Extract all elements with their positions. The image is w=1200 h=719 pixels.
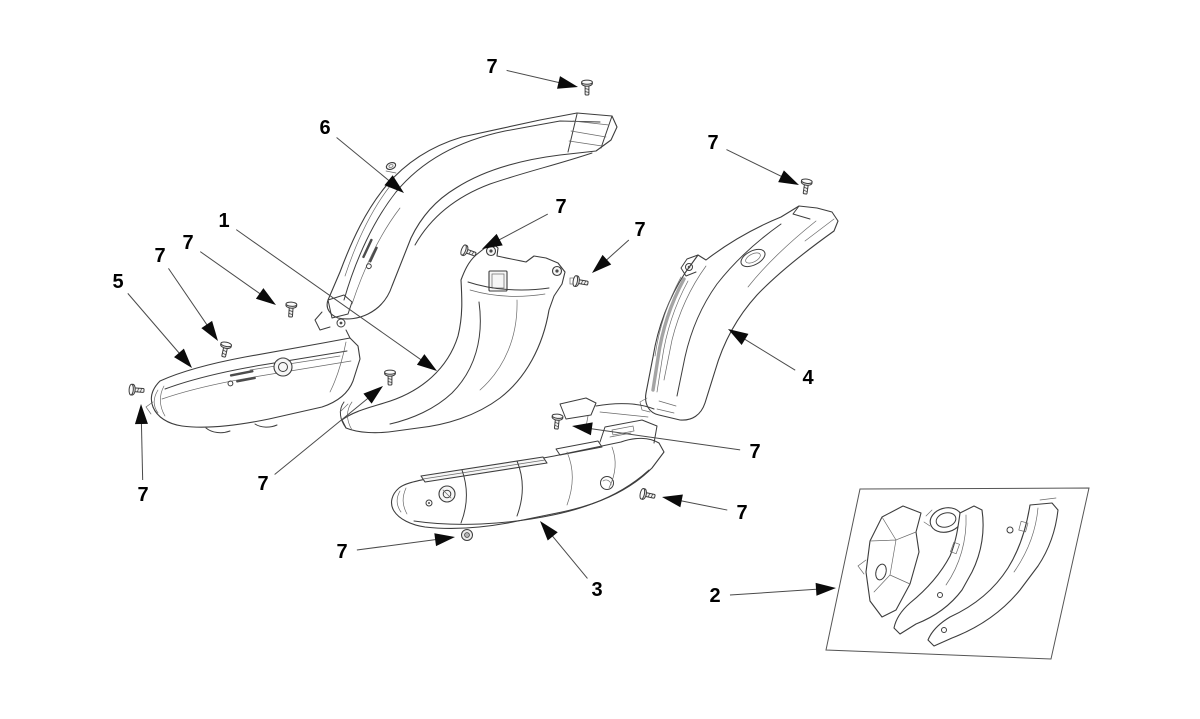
screw-fastener	[128, 383, 145, 396]
screw-fastener	[639, 487, 656, 500]
leader-line	[729, 588, 821, 596]
callout-7: 7	[154, 245, 218, 341]
inset-clamp-ring	[923, 507, 963, 533]
callout-7: 7	[486, 56, 578, 89]
arrowhead-icon	[778, 170, 799, 185]
part-number-label: 7	[486, 56, 497, 78]
arrowhead-icon	[557, 76, 578, 89]
screw-fastener	[285, 301, 298, 318]
arrowhead-icon	[592, 254, 612, 273]
part-number-label: 7	[257, 473, 268, 495]
callout-3: 3	[540, 521, 603, 601]
leader-line	[356, 538, 440, 551]
screw-fastener	[572, 275, 589, 288]
leader-line	[495, 213, 548, 242]
arrowhead-icon	[174, 348, 192, 368]
part-number-label: 4	[802, 367, 814, 389]
callout-5: 5	[112, 271, 192, 368]
screw-fastener	[384, 369, 396, 386]
callout-4: 4	[728, 329, 814, 389]
arrowhead-icon	[201, 320, 218, 341]
callout-7: 7	[707, 132, 799, 185]
leader-line	[603, 239, 630, 263]
arrowhead-icon	[482, 233, 503, 249]
panel-part-6	[314, 112, 618, 343]
part-number-label: 3	[591, 579, 602, 601]
callout-7: 7	[592, 219, 646, 273]
leader-line	[168, 268, 210, 329]
part-number-label: 7	[137, 484, 148, 506]
panel-part-4	[639, 205, 839, 421]
inset-panel-a	[893, 505, 984, 635]
inset-panel-b	[927, 497, 1059, 647]
part-number-marking	[362, 238, 378, 270]
panel-part-1	[339, 242, 578, 434]
callout-1: 1	[218, 210, 437, 371]
callout-7: 7	[257, 386, 383, 495]
part-number-label: 7	[555, 196, 566, 218]
arrowhead-icon	[363, 386, 383, 404]
panel-part-5	[145, 337, 361, 434]
screw-fastener	[461, 529, 473, 541]
arrowhead-icon	[255, 288, 276, 305]
part-number-label: 2	[709, 585, 720, 607]
screw-fastener	[460, 244, 477, 257]
part-number-label: 7	[154, 245, 165, 267]
part-number-marking	[227, 370, 256, 387]
part-number-label: 7	[707, 132, 718, 154]
part-number-label: 7	[182, 232, 193, 254]
part-number-label: 7	[736, 502, 747, 524]
panel-part-3	[390, 397, 665, 529]
leader-line	[199, 251, 264, 297]
arrowhead-icon	[662, 494, 683, 508]
callout-7: 7	[182, 232, 276, 305]
leader-line	[587, 427, 741, 451]
callout-7: 7	[134, 404, 149, 506]
callout-6: 6	[319, 117, 404, 193]
screw-fastener	[220, 341, 233, 358]
leader-line	[726, 149, 785, 179]
arrowhead-icon	[134, 404, 148, 425]
screw-layer	[128, 79, 813, 541]
part-number-label: 5	[112, 271, 123, 293]
screw-fastener	[800, 178, 813, 195]
leader-line	[235, 229, 425, 363]
leader-line	[506, 69, 563, 84]
leader-line	[140, 419, 144, 481]
inset-guard-panel	[857, 505, 922, 618]
leader-line	[741, 336, 796, 371]
screw-fastener	[581, 79, 593, 96]
arrowhead-icon	[815, 582, 836, 596]
arrowhead-icon	[384, 175, 404, 193]
part-number-label: 7	[749, 441, 760, 463]
callout-7: 7	[572, 422, 761, 463]
callout-2: 2	[709, 582, 836, 607]
callout-7: 7	[482, 196, 567, 249]
arrowhead-icon	[434, 533, 455, 547]
part-number-label: 1	[218, 210, 229, 232]
arrowhead-icon	[416, 354, 437, 371]
panel-screw-detail	[385, 162, 397, 174]
part-number-label: 7	[634, 219, 645, 241]
screw-fastener	[551, 413, 564, 430]
inset-box-part-2	[825, 487, 1090, 660]
leader-line	[274, 395, 371, 475]
part-number-label: 6	[319, 117, 330, 139]
part-number-label: 7	[336, 541, 347, 563]
callout-7: 7	[336, 533, 455, 563]
leader-line	[336, 137, 392, 184]
leader-line	[549, 533, 588, 579]
callout-7: 7	[662, 494, 748, 524]
arrowhead-icon	[728, 329, 749, 345]
leader-line	[677, 499, 728, 511]
arrowhead-icon	[572, 422, 593, 436]
arrowhead-icon	[540, 521, 558, 541]
leader-line	[127, 293, 182, 357]
